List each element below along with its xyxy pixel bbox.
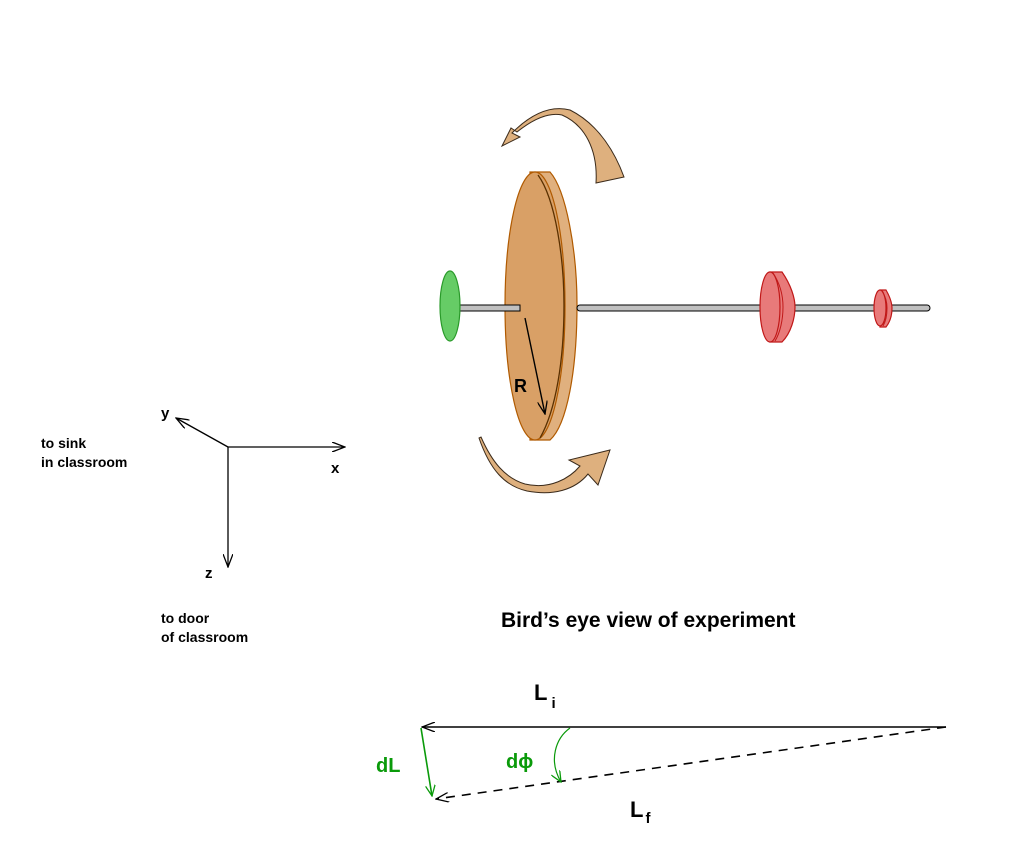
rotating-wheel (504, 171, 578, 441)
rotation-arrow-bottom (478, 436, 611, 494)
green-end-cap (439, 270, 461, 342)
z-axis-label: z (205, 565, 213, 582)
sink-note-line1: to sink (41, 435, 86, 451)
momentum-change-vector (420, 727, 432, 796)
radius-arrow (524, 317, 545, 414)
large-red-counterweight (759, 271, 796, 343)
door-note-line1: to door (161, 610, 210, 626)
small-red-counterweight (873, 289, 893, 328)
axle (457, 304, 931, 312)
rotation-arrow-top (500, 108, 625, 184)
angle-arc-arrow (554, 727, 571, 782)
diagram-title: Bird’s eye view of experiment (501, 609, 796, 632)
momentum-change-label: dL (376, 755, 400, 777)
coordinate-axes (176, 418, 345, 567)
radius-label: R (514, 376, 527, 396)
y-axis (176, 418, 229, 448)
momentum-vector-diagram (420, 726, 947, 799)
y-axis-label: y (161, 405, 170, 422)
sink-note-line2: in classroom (41, 454, 127, 470)
angle-label: dϕ (506, 751, 533, 773)
door-note-line2: of classroom (161, 629, 248, 645)
x-axis-label: x (331, 460, 340, 477)
final-momentum-vector (436, 726, 947, 799)
